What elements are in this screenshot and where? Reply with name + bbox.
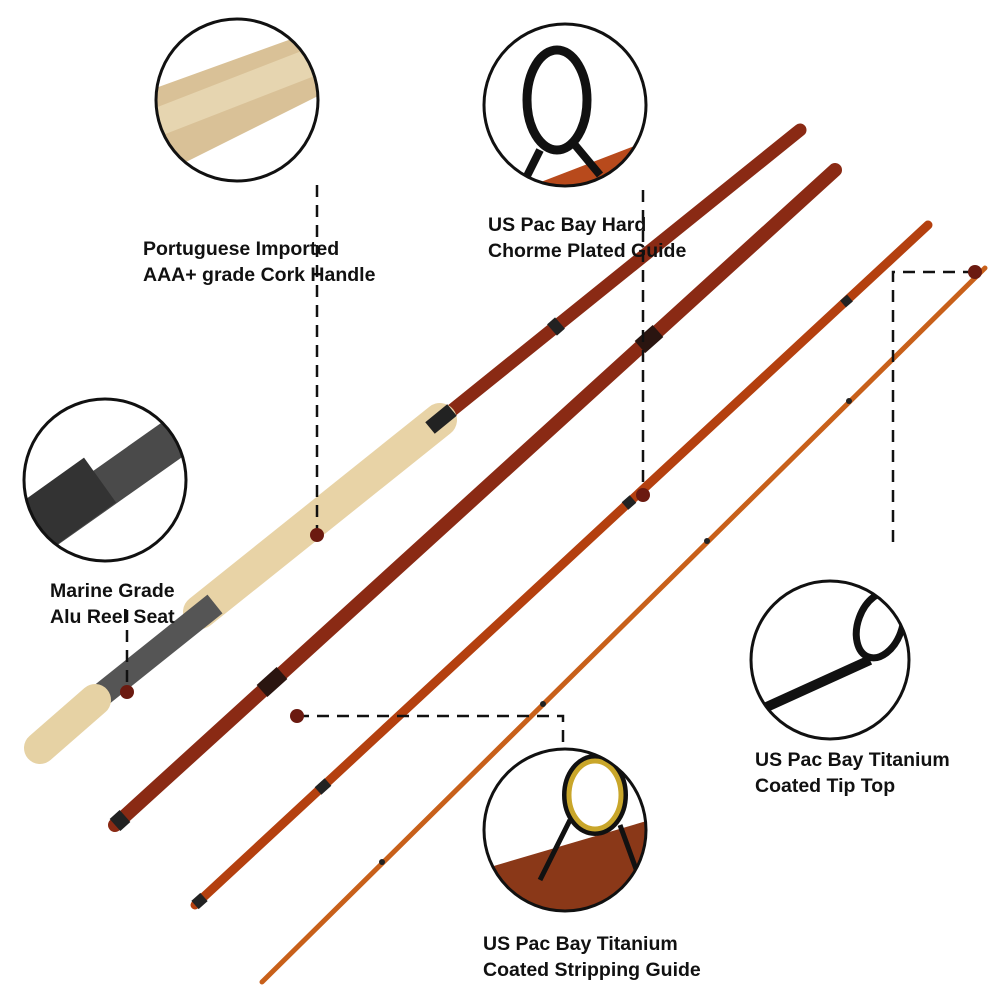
callout-stripping (297, 714, 565, 745)
detail-reel-seat (22, 397, 188, 563)
detail-stripping-guide (482, 747, 648, 913)
cork-grip (183, 403, 457, 629)
label-line: Coated Tip Top (755, 775, 896, 797)
label-tip-top: US Pac Bay Titanium Coated Tip Top (755, 747, 950, 799)
reel-seat (87, 594, 223, 710)
label-line: AAA+ grade Cork Handle (143, 264, 376, 286)
detail-cork-handle (154, 17, 320, 183)
fighting-butt (24, 684, 111, 764)
label-stripping-guide: US Pac Bay Titanium Coated Stripping Gui… (483, 931, 701, 983)
callout-lines (125, 185, 975, 745)
rod-section-butt (24, 123, 807, 764)
label-line: Portuguese Imported (143, 238, 340, 260)
label-line: US Pac Bay Titanium (483, 933, 678, 955)
label-line: US Pac Bay Hard (488, 214, 647, 236)
rod-section-2 (108, 163, 842, 832)
rod-section-tip (259, 265, 988, 985)
label-reel-seat: Marine Grade Alu Reel Seat (50, 578, 175, 630)
label-line: Coated Stripping Guide (483, 959, 701, 981)
label-line: Alu Reel Seat (50, 606, 175, 628)
label-hard-guide: US Pac Bay Hard Chorme Plated Guide (488, 212, 686, 264)
label-line: Chorme Plated Guide (488, 240, 687, 262)
detail-tip-top (749, 579, 911, 741)
detail-hard-guide (482, 22, 648, 188)
rod-section-3 (190, 220, 933, 910)
label-cork-handle: Portuguese Imported AAA+ grade Cork Hand… (143, 236, 375, 288)
label-line: US Pac Bay Titanium (755, 749, 950, 771)
callout-tip-top (891, 270, 975, 550)
label-line: Marine Grade (50, 580, 175, 602)
marker-dots (120, 265, 982, 723)
